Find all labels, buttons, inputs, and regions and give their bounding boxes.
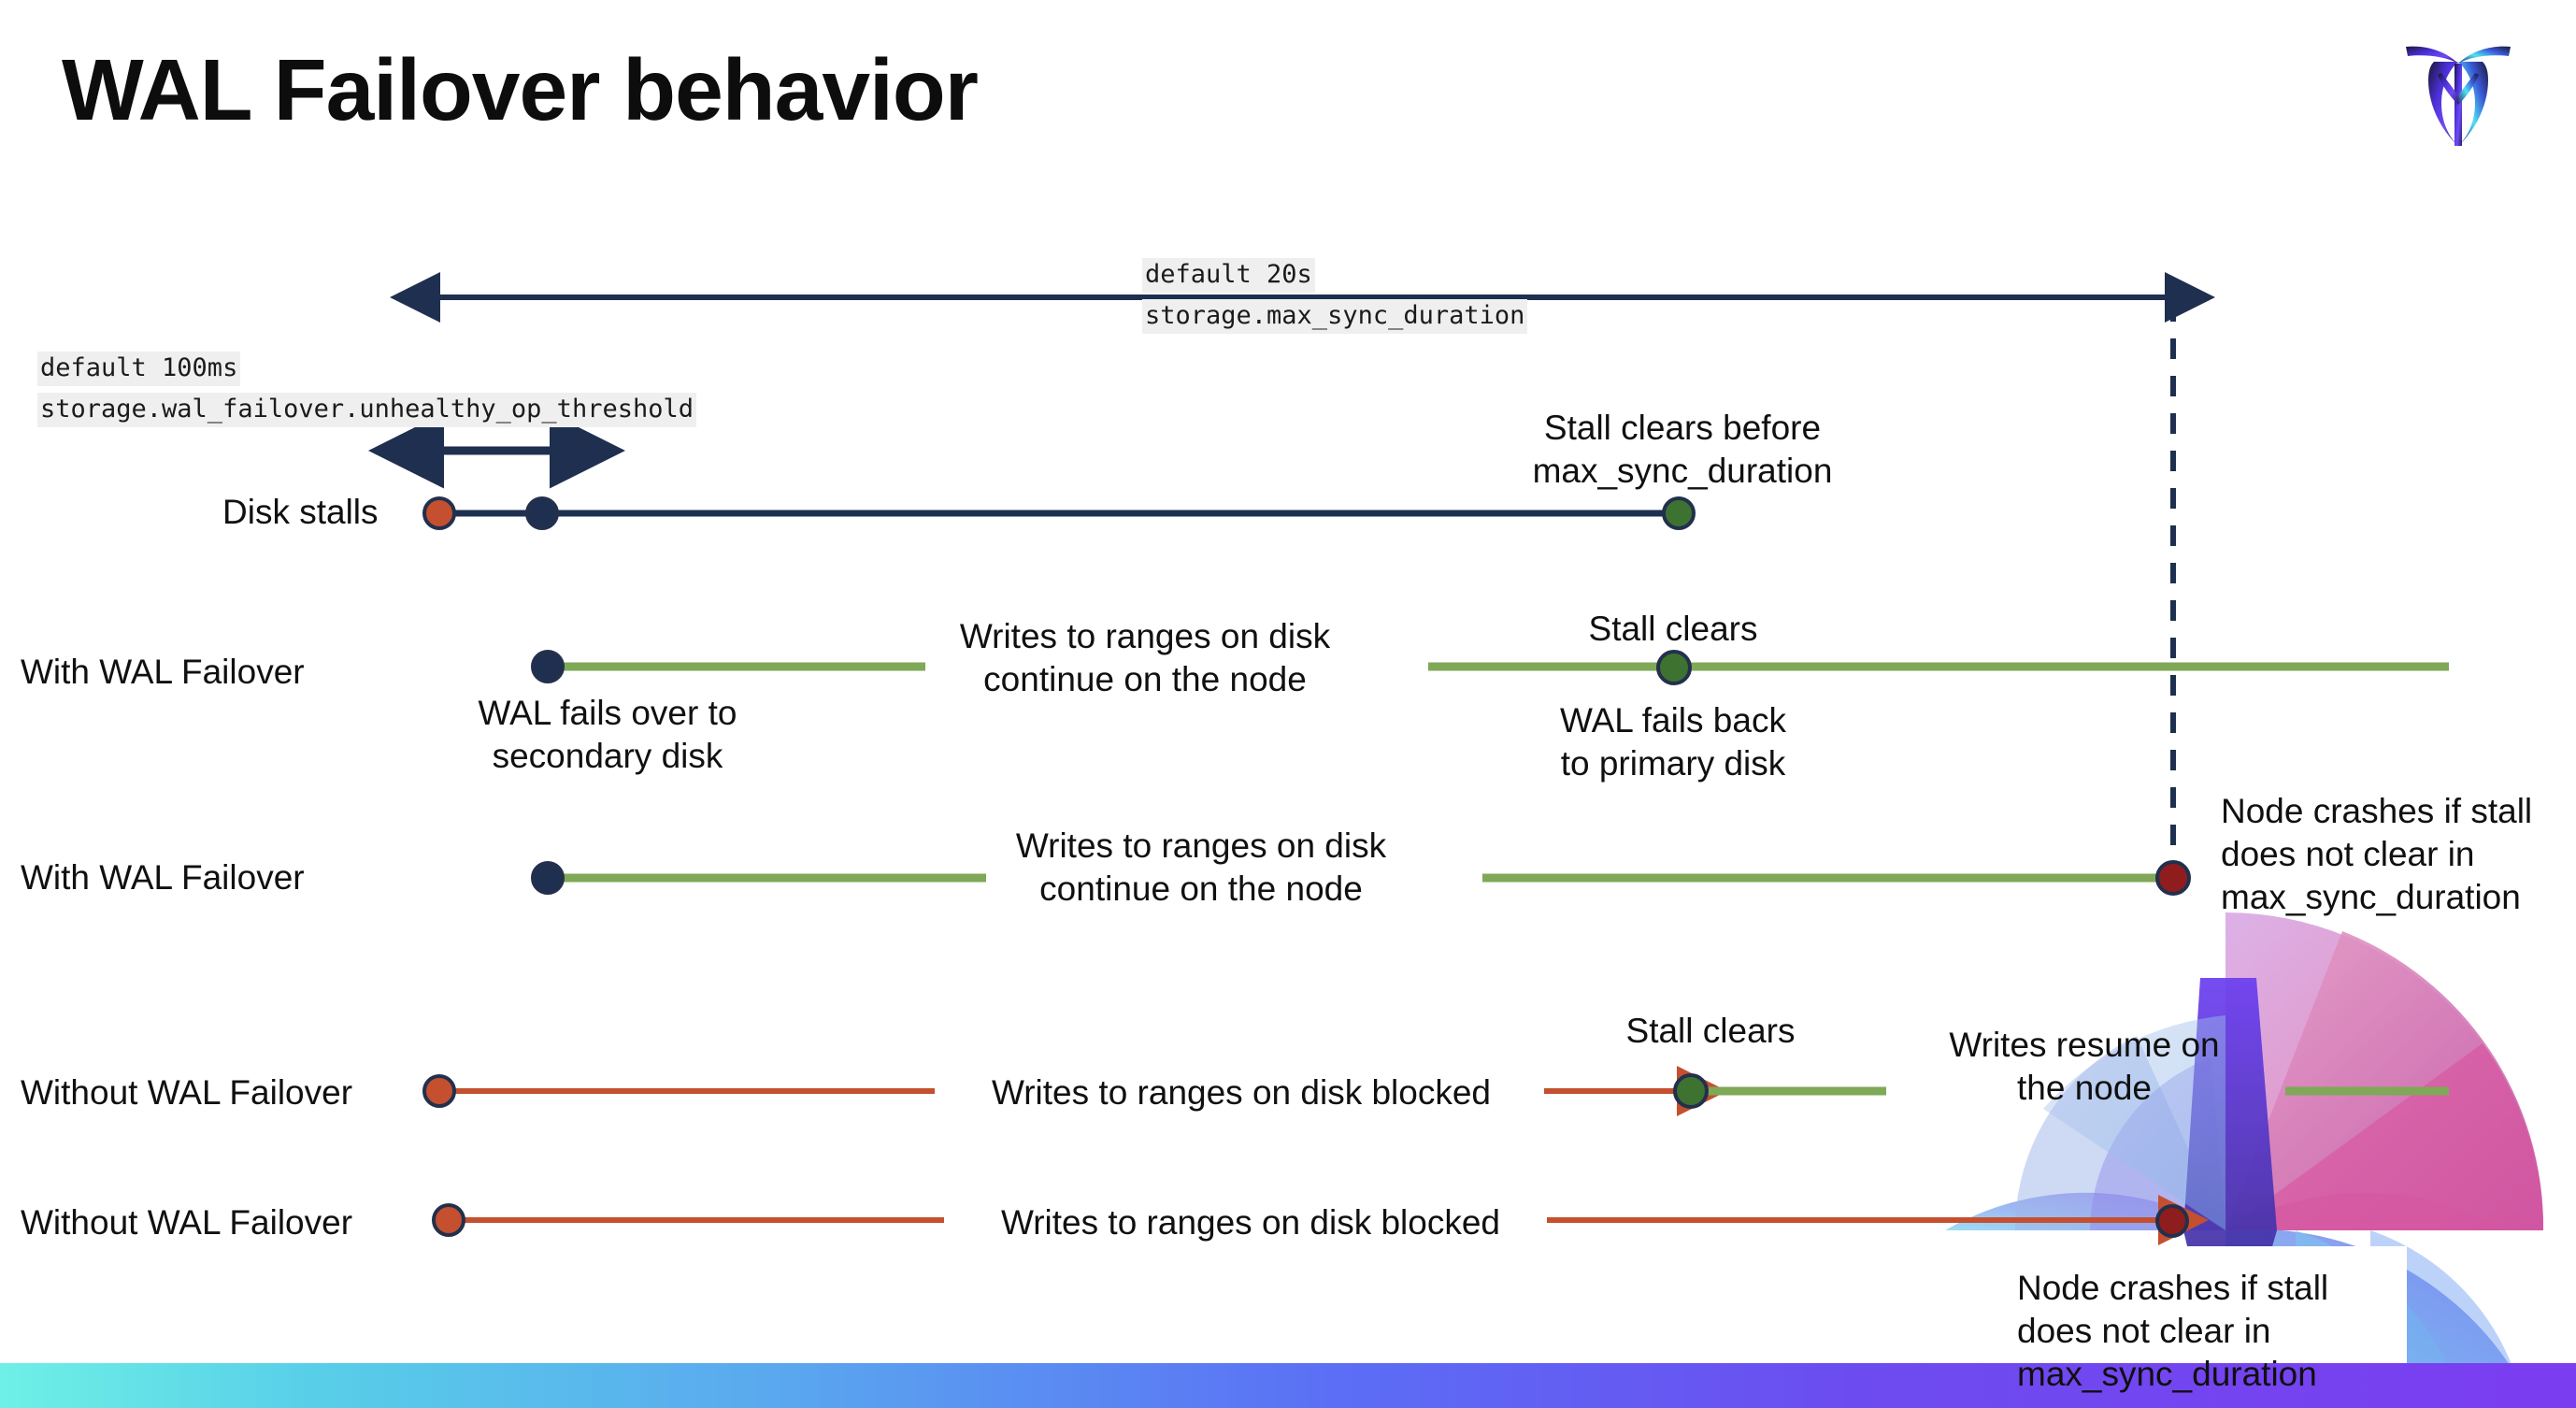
note-line-1: WAL fails back	[1560, 701, 1786, 740]
note-line-2: does not clear in	[2017, 1311, 2271, 1350]
max-sync-default-label: default 20s	[1142, 258, 1315, 293]
note-line-1: WAL fails over to	[478, 694, 737, 732]
note-stall-clears-2: Stall clears	[1625, 1012, 1796, 1050]
note-line-3: max_sync_duration	[2221, 877, 2521, 916]
note-writes-continue-2: Writes to ranges on disk continue on the…	[991, 825, 1411, 911]
marker-node-crash-1	[2155, 860, 2191, 896]
marker-stall-clears-green-3	[1673, 1073, 1709, 1109]
note-line-2: max_sync_duration	[1532, 451, 1833, 490]
row-label-disk-stalls: Disk stalls	[222, 493, 379, 531]
marker-stall-clears-green-2	[1656, 650, 1692, 685]
note-writes-continue-1: Writes to ranges on disk continue on the…	[935, 615, 1355, 701]
note-line-3: max_sync_duration	[2017, 1354, 2317, 1393]
marker-failover-trigger-navy	[525, 496, 559, 530]
note-line-2: continue on the node	[983, 659, 1307, 698]
deco-cover-white	[1968, 1246, 2407, 1372]
page-title: WAL Failover behavior	[62, 41, 979, 138]
note-line-1: Stall clears before	[1543, 409, 1822, 447]
note-line-1: Node crashes if stall	[2017, 1269, 2329, 1307]
note-line-2: secondary disk	[492, 736, 723, 775]
max-sync-setting-label: storage.max_sync_duration	[1142, 299, 1528, 334]
marker-wal-failover-start-2	[531, 861, 565, 895]
note-node-crashes-1: Node crashes if stall does not clear in …	[2221, 790, 2576, 919]
note-line-1: Node crashes if stall	[2221, 792, 2533, 830]
note-node-crashes-2: Node crashes if stall does not clear in …	[2017, 1267, 2391, 1396]
note-writes-blocked-2: Writes to ranges on disk blocked	[1000, 1203, 1501, 1242]
marker-stall-start-orange	[422, 496, 456, 530]
note-wal-fails-back: WAL fails back to primary disk	[1533, 699, 1813, 785]
unhealthy-setting-label: storage.wal_failover.unhealthy_op_thresh…	[37, 393, 696, 427]
marker-node-crash-2	[2155, 1204, 2189, 1238]
note-line-1: Writes to ranges on disk	[959, 617, 1331, 655]
marker-stall-clears-green-1	[1662, 496, 1696, 530]
cockroachdb-logo-icon	[2406, 46, 2511, 146]
note-wal-fails-over: WAL fails over to secondary disk	[467, 692, 748, 778]
note-line-1: Writes to ranges on disk	[1015, 826, 1387, 865]
marker-wal-failover-start-1	[531, 650, 565, 683]
bottom-accent-bar	[0, 1363, 2576, 1408]
row-label-without-wal-failover-1: Without WAL Failover	[21, 1073, 353, 1112]
row-label-without-wal-failover-2: Without WAL Failover	[21, 1203, 353, 1242]
note-stall-clears-before: Stall clears before max_sync_duration	[1496, 407, 1869, 493]
row-label-with-wal-failover-1: With WAL Failover	[21, 653, 305, 691]
note-line-1: Writes resume on	[1949, 1026, 2220, 1064]
note-writes-resume: Writes resume on the node	[1925, 1024, 2243, 1110]
unhealthy-default-label: default 100ms	[37, 352, 241, 386]
note-line-2: to primary disk	[1560, 743, 1786, 783]
note-line-2: continue on the node	[1039, 869, 1363, 908]
marker-stall-start-orange-3	[432, 1203, 465, 1237]
note-line-2: the node	[2016, 1068, 2153, 1107]
note-writes-blocked-1: Writes to ranges on disk blocked	[991, 1073, 1492, 1112]
note-line-2: does not clear in	[2221, 834, 2475, 873]
marker-stall-start-orange-2	[422, 1074, 456, 1108]
note-stall-clears-1: Stall clears	[1588, 610, 1758, 648]
row-label-with-wal-failover-2: With WAL Failover	[21, 858, 305, 897]
